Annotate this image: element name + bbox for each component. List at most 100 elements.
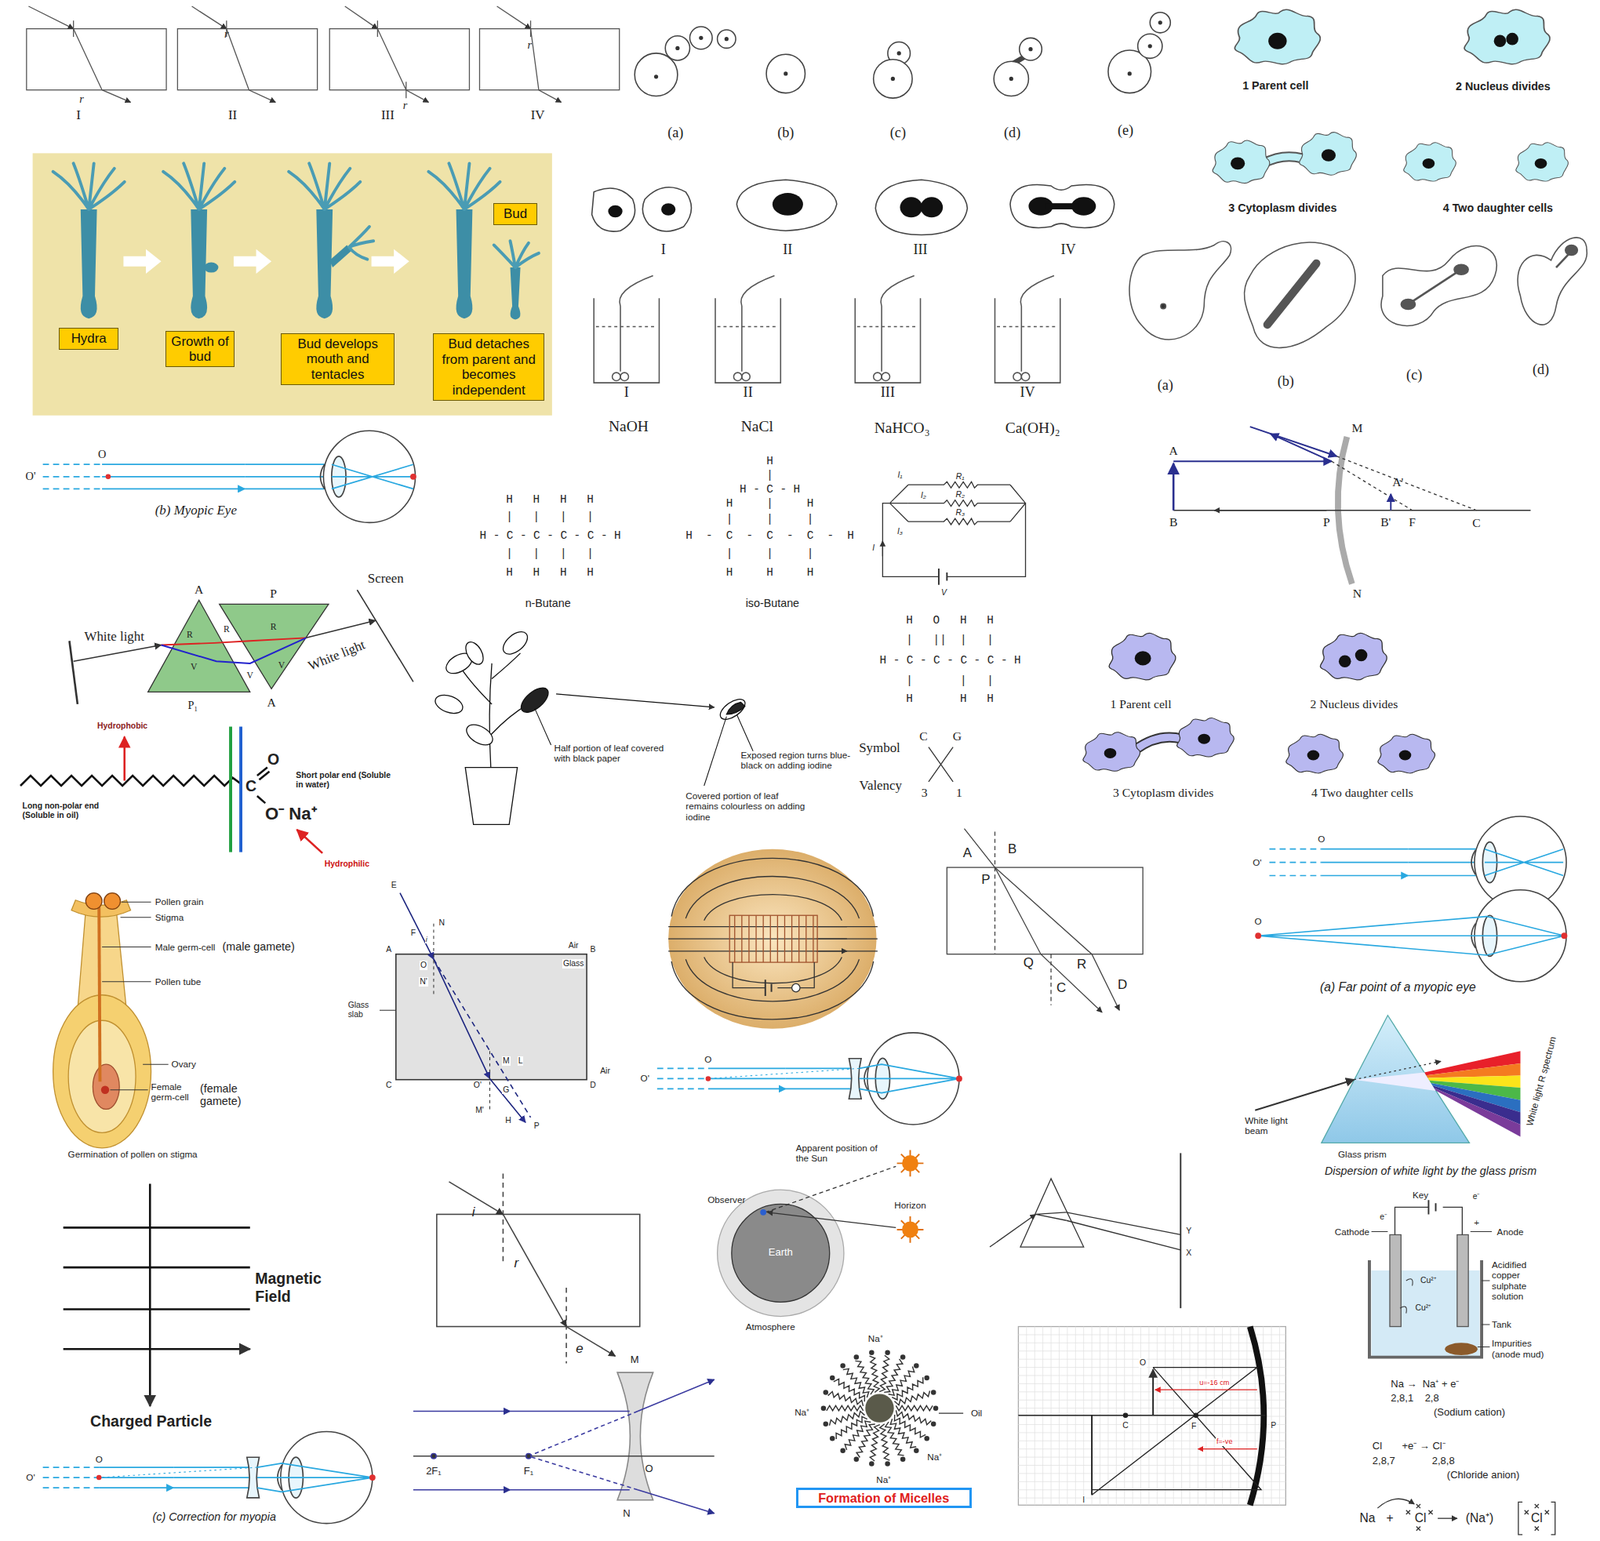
label-text: Air [599, 1066, 611, 1077]
solenoid-field [729, 915, 818, 963]
concave-lens [510, 1410, 630, 1413]
far-point-eye [1254, 932, 1262, 939]
micelle [854, 1456, 860, 1462]
mirror-graph [1148, 1327, 1150, 1506]
mirror-graph [1018, 1359, 1286, 1360]
electrolytic-cell [1389, 1234, 1401, 1327]
beaker [1020, 276, 1055, 372]
hydra-budding [32, 152, 553, 415]
amoeba-fission [1355, 649, 1368, 662]
label-text: Pollen grain [155, 896, 204, 907]
mirror-graph [1230, 1327, 1232, 1506]
refraction-slabs [226, 29, 276, 103]
atmospheric-refraction [765, 1166, 897, 1213]
parallel-circuit [889, 484, 908, 522]
myopia-correction-eye [369, 1474, 376, 1481]
hydra-budding [329, 244, 351, 268]
label-text: I [872, 543, 875, 553]
hydra-budding [456, 209, 473, 319]
yeast-budding [1019, 37, 1043, 61]
yeast-budding [1009, 76, 1014, 81]
refraction-slabs [345, 6, 379, 30]
label-text: 3 [921, 785, 928, 800]
label-text: Air [567, 941, 580, 951]
mirror-graph [1214, 1327, 1215, 1506]
title-box: Formation of Micelles [796, 1487, 972, 1510]
beaker [857, 326, 919, 328]
micelle [821, 1350, 964, 1467]
mirror-graph [1197, 1448, 1257, 1450]
label-text: II [228, 107, 237, 123]
label-text: E [390, 880, 398, 891]
dispersion-prism [1254, 1015, 1520, 1144]
label-text: Short polar end (Soluble in water) [295, 770, 393, 790]
label-text: O [1317, 833, 1325, 844]
label-text: A [266, 695, 276, 710]
label-text: Glass [562, 959, 586, 969]
yeast-budding [675, 46, 680, 51]
yeast-budding [634, 12, 1171, 99]
myopic-eye [244, 464, 332, 489]
label-text: N [438, 918, 447, 928]
label-text: (e) [1117, 122, 1134, 139]
yeast-budding [897, 50, 902, 55]
label-text: R [223, 624, 230, 635]
solenoid-field [765, 979, 772, 997]
mirror-graph [1238, 1327, 1240, 1506]
solenoid-field [704, 957, 843, 984]
label-text: 1 [956, 785, 963, 800]
label-text: R [1076, 956, 1088, 972]
mirror-graph [1025, 1327, 1027, 1506]
far-point-eye [1321, 849, 1409, 877]
binary-fission [736, 179, 837, 231]
label-text: R [270, 621, 277, 633]
label-text: O [644, 1463, 653, 1476]
leaf-experiment [498, 627, 531, 659]
concave-lens [617, 1372, 654, 1501]
mirror-graph [1123, 1413, 1128, 1418]
leaf-experiment [465, 767, 517, 826]
label-text: X [1185, 1248, 1192, 1259]
refraction-slab [566, 1327, 615, 1357]
label-text: e⁻ [1379, 1212, 1388, 1222]
label-text: r [527, 38, 532, 51]
micelle [884, 1350, 891, 1357]
atmospheric-refraction [760, 1209, 767, 1216]
amoeba-fission [1230, 157, 1245, 171]
micelle [888, 1366, 915, 1396]
label-text: O [95, 1454, 103, 1465]
beaker [1021, 372, 1030, 381]
beaker [1013, 372, 1022, 381]
label-text: Stigma [155, 912, 184, 923]
electrolytic-cell [1444, 1342, 1478, 1356]
mirror-graph [1034, 1327, 1036, 1506]
micelle [894, 1391, 930, 1406]
box-text: Bud detaches from parent and becomes ind… [437, 336, 540, 398]
label-text: n-Butane [525, 596, 571, 610]
dispersion-prism [1425, 1063, 1520, 1079]
soap-molecule [20, 775, 241, 786]
amoeba-fission [1505, 32, 1519, 46]
label-text: P₁ [187, 698, 198, 712]
mirror-graph [1018, 1416, 1286, 1418]
hydra-budding [288, 163, 360, 210]
far-point-eye [1258, 916, 1564, 956]
electron-transfer [1518, 1501, 1556, 1535]
refraction-slab [436, 1173, 640, 1364]
amoeba-fission [1320, 632, 1387, 680]
label-text: A [194, 582, 204, 597]
label-text: I₂ [920, 490, 927, 501]
amoeba-fission [1083, 632, 1436, 774]
label-text: I [1081, 1495, 1086, 1506]
label-text: r [403, 98, 408, 112]
label-text: 2F₁ [425, 1465, 442, 1478]
leaf-experiment [432, 691, 466, 717]
mirror-graph [1107, 1327, 1109, 1506]
prism-pair [69, 640, 77, 705]
binary-fission [592, 179, 1115, 235]
amoeba-fission [1399, 749, 1412, 760]
glass-slab [400, 893, 434, 960]
label-text: R [186, 629, 193, 640]
atmospheric-refraction [717, 1189, 844, 1317]
prism-pair [305, 620, 375, 638]
